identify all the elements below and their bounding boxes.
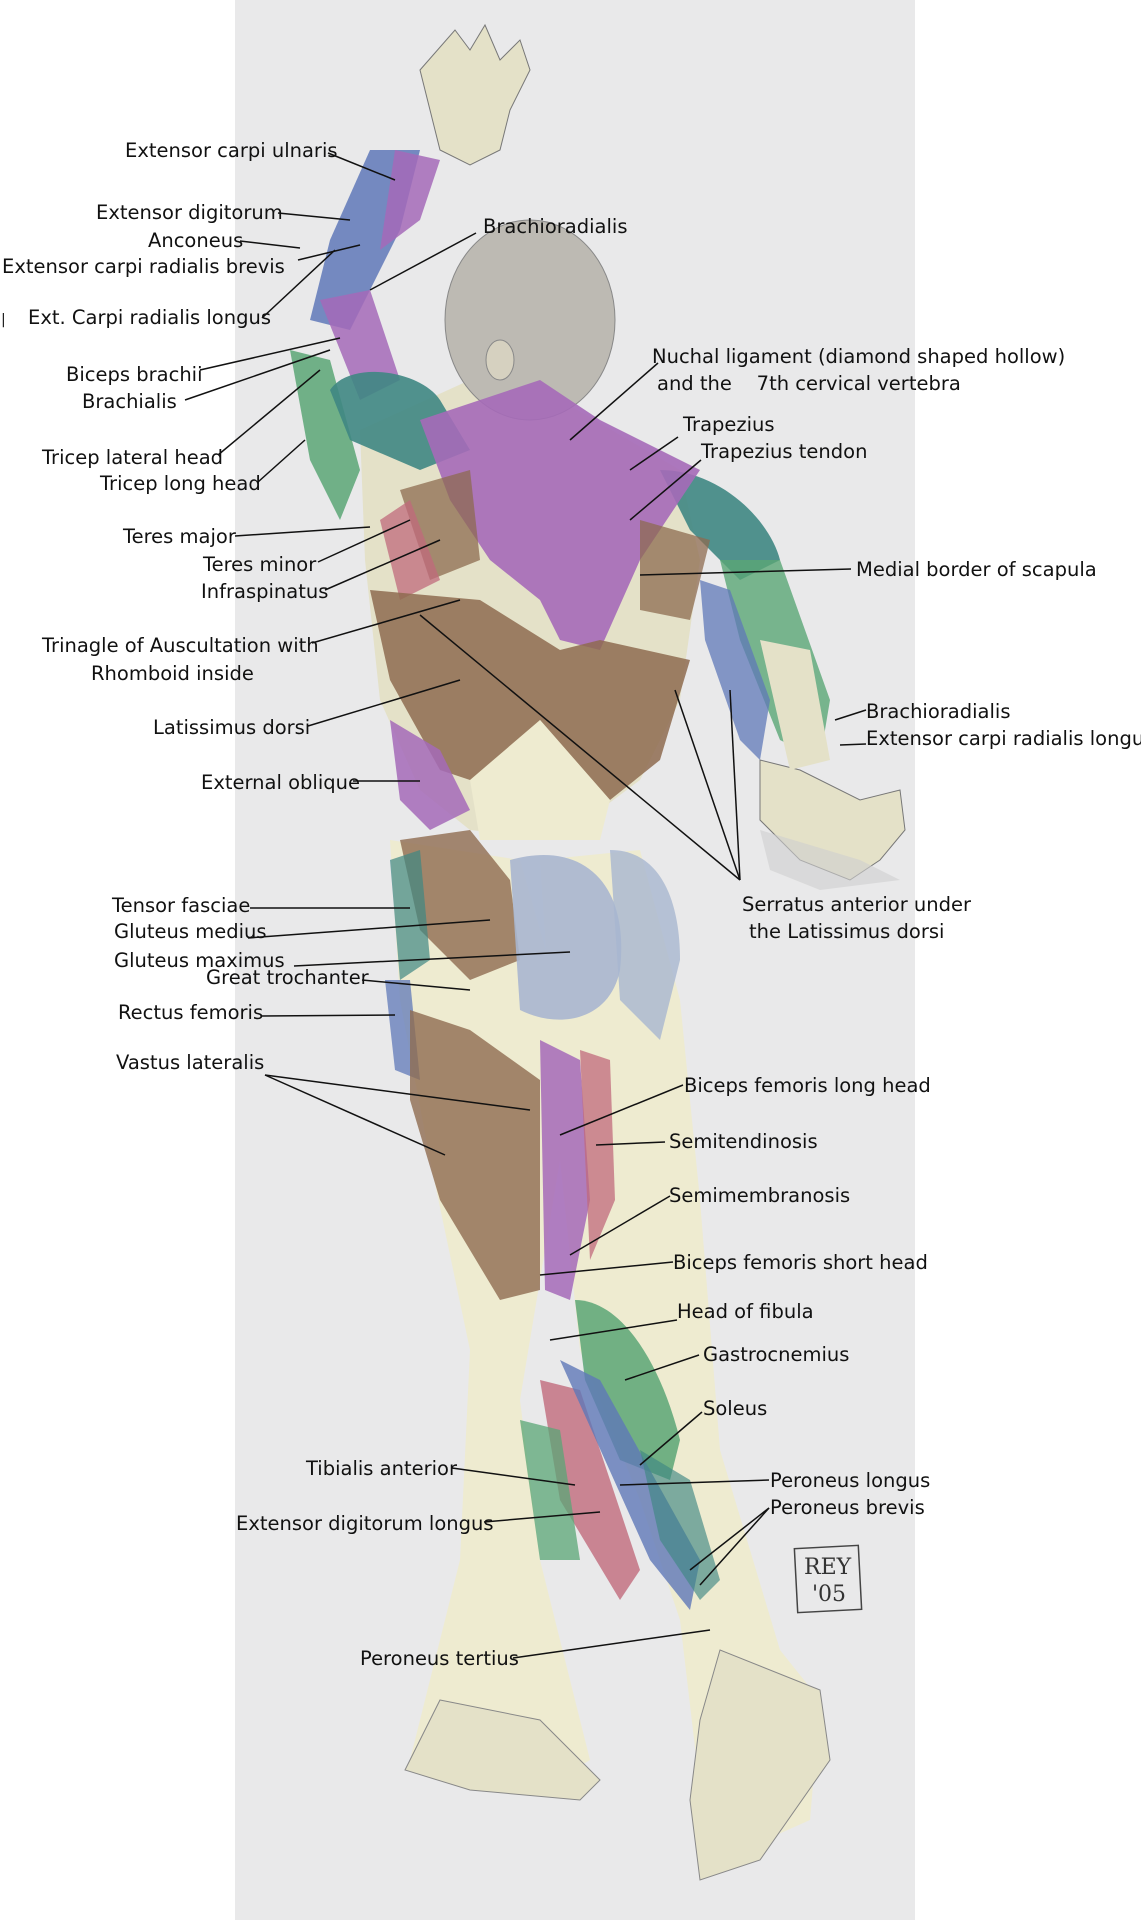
lower-back — [470, 720, 610, 840]
label-medial-border: Medial border of scapula — [856, 558, 1097, 581]
label-external-oblique: External oblique — [201, 771, 360, 794]
gastrocnemius — [575, 1300, 680, 1480]
signature-line-1: REY — [804, 1555, 852, 1580]
tibialis-anterior — [540, 1380, 640, 1600]
label-extensor-digitorum: Extensor digitorum — [96, 201, 283, 224]
ear — [485, 339, 515, 381]
label-semitendinosis: Semitendinosis — [669, 1130, 818, 1153]
gluteus-medius — [400, 830, 520, 980]
label-peroneus-longus: Peroneus longus — [770, 1469, 930, 1492]
label-ext-carpi-rad-longus-left: Ext. Carpi radialis longus — [28, 306, 271, 329]
label-serratus-2: the Latissimus dorsi — [749, 920, 944, 943]
label-biceps-fem-long: Biceps femoris long head — [684, 1074, 931, 1097]
label-biceps-brachii: Biceps brachii — [66, 363, 203, 386]
signature-line-2: '05 — [812, 1582, 846, 1607]
artist-signature-stamp: REY '05 — [793, 1544, 863, 1614]
label-trapezius-tendon: Trapezius tendon — [700, 440, 867, 463]
label-brachioradialis-right: Brachioradialis — [866, 700, 1010, 723]
label-ext-carpi-rad-longus-right: Extensor carpi radialis longus — [866, 727, 1141, 750]
trapezius — [420, 380, 700, 650]
upper-arm-green — [290, 350, 360, 520]
label-latissimus: Latissimus dorsi — [153, 716, 310, 739]
hand-shadow — [760, 830, 900, 890]
tensor-fasciae — [390, 850, 430, 980]
label-rectus-femoris: Rectus femoris — [118, 1001, 263, 1024]
label-auscultation-1: Trinagle of Auscultation with — [41, 634, 319, 657]
labels: Extensor carpi ulnaris Extensor digitoru… — [1, 139, 1141, 1670]
label-anconeus: Anconeus — [148, 229, 243, 252]
label-margin-mark: | — [1, 312, 6, 328]
external-oblique — [390, 720, 470, 830]
gluteus-right — [610, 850, 680, 1040]
latissimus-dorsi — [370, 590, 690, 800]
label-gluteus-maximus: Gluteus maximus — [114, 949, 285, 972]
gluteus-maximus — [510, 854, 622, 1020]
label-teres-major: Teres major — [122, 525, 237, 548]
label-great-trochanter: Great trochanter — [206, 966, 370, 989]
label-gluteus-medius: Gluteus medius — [114, 920, 267, 943]
figure-body — [290, 23, 906, 1881]
label-ext-carpi-rad-brevis: Extensor carpi radialis brevis — [2, 255, 285, 278]
forearm-purple — [380, 150, 440, 250]
label-extensor-carpi-ulnaris: Extensor carpi ulnaris — [125, 139, 338, 162]
label-semimembranosis: Semimembranosis — [669, 1184, 850, 1207]
deltoid-right — [660, 470, 780, 580]
raised-hand — [419, 23, 531, 166]
label-vastus-lateralis: Vastus lateralis — [116, 1051, 264, 1074]
label-soleus: Soleus — [703, 1397, 767, 1420]
label-biceps-fem-short: Biceps femoris short head — [673, 1251, 928, 1274]
semitendinosus — [580, 1050, 615, 1260]
label-tensor-fasciae: Tensor fasciae — [111, 894, 250, 917]
extensor-digitorum — [520, 1420, 580, 1560]
biceps-femoris — [540, 1040, 590, 1300]
teres-region — [380, 500, 440, 600]
label-gastrocnemius: Gastrocnemius — [703, 1343, 849, 1366]
label-auscultation-2: Rhomboid inside — [91, 662, 254, 685]
right-foot — [689, 1649, 831, 1881]
vastus-lateralis — [410, 1010, 540, 1300]
label-trapezius: Trapezius — [682, 413, 775, 436]
label-tibialis-anterior: Tibialis anterior — [305, 1457, 458, 1480]
label-serratus-1: Serratus anterior under — [742, 893, 972, 916]
label-tricep-lateral: Tricep lateral head — [41, 446, 223, 469]
label-nuchal-2: and the 7th cervical vertebra — [657, 372, 961, 395]
left-foot — [404, 1699, 601, 1801]
label-brachialis: Brachialis — [82, 390, 177, 413]
label-teres-minor: Teres minor — [202, 553, 317, 576]
label-brachioradialis-top: Brachioradialis — [483, 215, 627, 238]
label-nuchal-1: Nuchal ligament (diamond shaped hollow) — [652, 345, 1065, 368]
right-arm-blue — [700, 580, 770, 760]
leader-lines — [184, 152, 867, 1659]
label-head-of-fibula: Head of fibula — [677, 1300, 814, 1323]
label-peroneus-brevis: Peroneus brevis — [770, 1496, 925, 1519]
infraspinatus-area — [400, 470, 480, 580]
label-infraspinatus: Infraspinatus — [201, 580, 328, 603]
label-ext-digitorum-longus: Extensor digitorum longus — [236, 1512, 494, 1535]
label-tricep-long: Tricep long head — [99, 472, 261, 495]
right-forearm-skin — [760, 640, 830, 770]
label-peroneus-tertius: Peroneus tertius — [360, 1647, 519, 1670]
scapula-right — [640, 520, 710, 620]
